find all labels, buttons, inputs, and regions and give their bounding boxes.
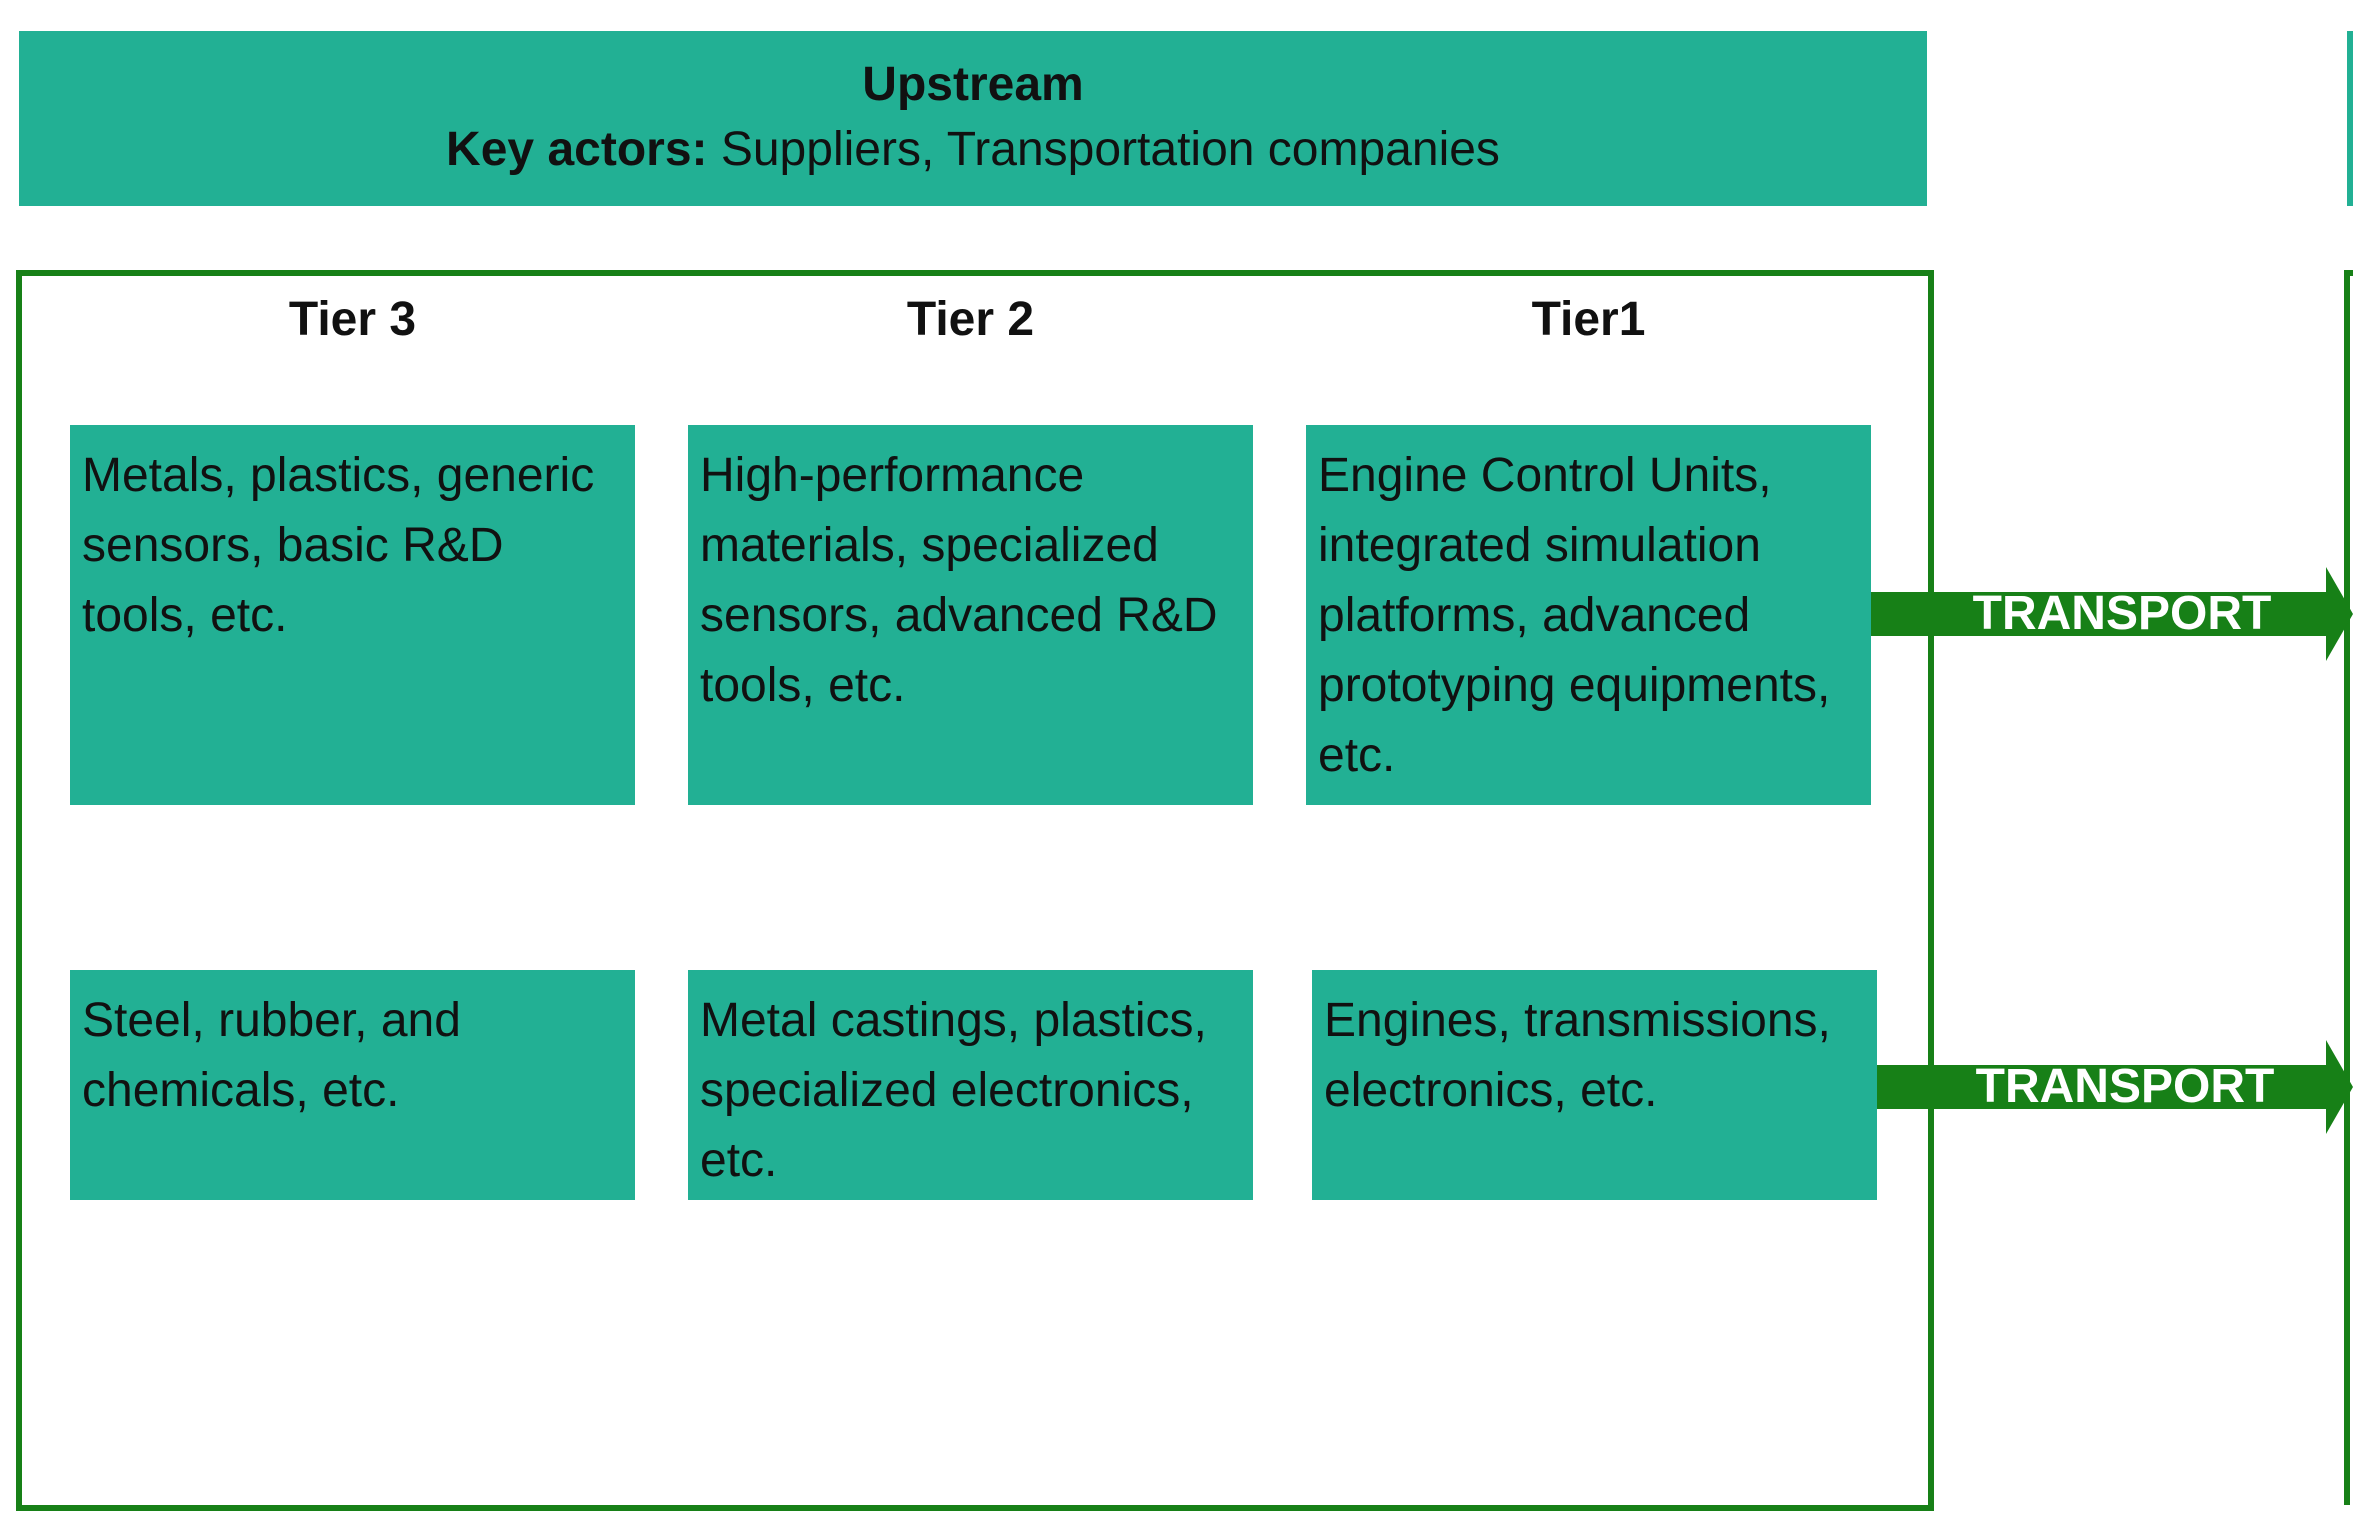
tier-2-heading: Tier 2	[906, 293, 1035, 346]
key-actors-value: Suppliers, Transportation companies	[720, 123, 1500, 177]
upstream-title: Upstream	[862, 57, 1084, 111]
tier-2-row-1-box: High-performance materials, specialized …	[688, 425, 1253, 805]
tier-3-row-2-box: Steel, rubber, and chemicals, etc.	[70, 970, 635, 1200]
key-actors-label: Key actors:	[446, 123, 708, 177]
upstream-tiers-frame	[16, 270, 1934, 1511]
transport-label-row-1: TRANSPORT	[1972, 587, 2272, 640]
tier-1-row-2-box: Engines, transmissions, electronics, etc…	[1312, 970, 1877, 1200]
transport-label-row-2: TRANSPORT	[1975, 1060, 2275, 1113]
tier-2-row-2-box: Metal castings, plastics, specialized el…	[688, 970, 1253, 1200]
tier-3-row-1-box: Metals, plastics, generic sensors, basic…	[70, 425, 635, 805]
tier-1-row-1-box: Engine Control Units, integrated simulat…	[1306, 425, 1871, 805]
key-actors-line: Key actors: Suppliers, Transportation co…	[446, 116, 1500, 183]
next-stage-banner-edge	[2347, 31, 2353, 206]
tier-3-heading: Tier 3	[288, 293, 417, 346]
next-stage-frame-edge	[2344, 270, 2353, 1505]
transport-arrow-row-2: TRANSPORT	[1877, 1030, 2353, 1144]
arrow-shape	[1877, 1040, 2353, 1134]
arrow-shape	[1871, 567, 2353, 661]
transport-arrow-row-1: TRANSPORT	[1871, 557, 2353, 671]
tier-1-heading: Tier1	[1531, 293, 1646, 346]
upstream-header-banner: Upstream Key actors: Suppliers, Transpor…	[19, 31, 1927, 206]
